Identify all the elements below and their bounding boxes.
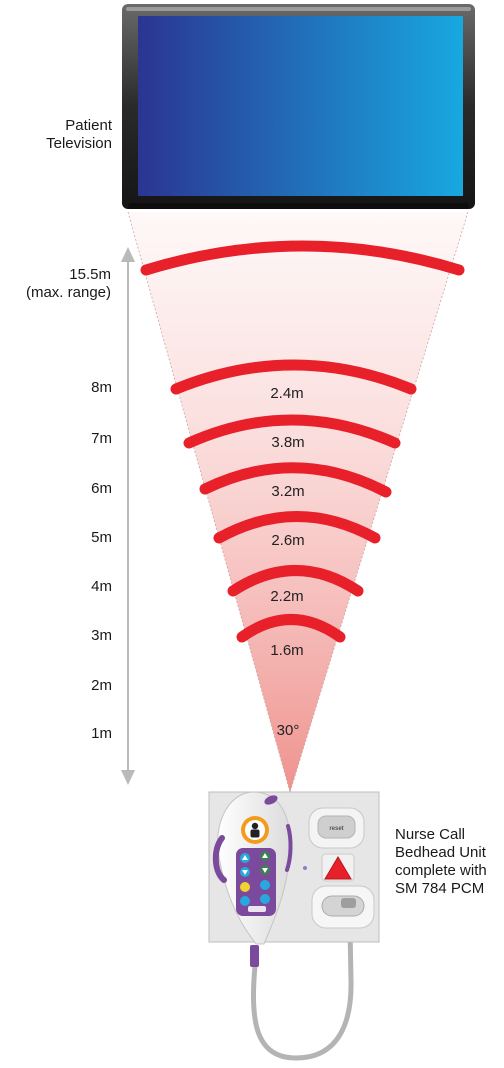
handset-side-grip bbox=[212, 835, 227, 883]
reset-button[interactable] bbox=[317, 815, 356, 839]
handset-side-grip-right bbox=[285, 824, 293, 872]
tv-stand-edge bbox=[128, 203, 469, 209]
handset-logo bbox=[248, 906, 266, 912]
arc-width-4m: 2.2m bbox=[270, 588, 303, 605]
down-arrow-icon bbox=[242, 870, 248, 875]
tv-bezel-highlight bbox=[126, 7, 471, 11]
unit-label-line3: complete with bbox=[395, 862, 487, 879]
power-button[interactable] bbox=[240, 896, 250, 906]
distance-tick-4m: 4m bbox=[91, 578, 112, 595]
arc-width-labels: 2.4m 3.8m 3.2m 2.6m 2.2m 1.6m 30° bbox=[270, 385, 304, 739]
distance-arrow-head-top bbox=[121, 247, 135, 262]
television bbox=[122, 4, 475, 209]
distance-tick-6m: 6m bbox=[91, 480, 112, 497]
distance-tick-2m: 2m bbox=[91, 677, 112, 694]
distance-tick-7m: 7m bbox=[91, 430, 112, 447]
channel-up-icon bbox=[262, 853, 268, 858]
unit-label: Nurse Call Bedhead Unit complete with SM… bbox=[395, 826, 503, 898]
distance-arrow bbox=[121, 247, 135, 785]
arc-7m bbox=[183, 414, 401, 449]
reset-button-label: reset bbox=[329, 826, 343, 832]
cone-edge-right bbox=[289, 211, 469, 793]
distance-arrow-head-bottom bbox=[121, 770, 135, 785]
unit-label-line2: Bedhead Unit bbox=[395, 844, 486, 861]
warning-triangle-icon bbox=[324, 856, 352, 880]
ir-range-cone bbox=[127, 211, 469, 793]
tv-label-line1: Patient bbox=[65, 117, 112, 134]
tv-button[interactable] bbox=[260, 894, 270, 904]
status-led bbox=[303, 866, 307, 870]
handset-clip bbox=[264, 795, 278, 805]
arc-width-3m: 1.6m bbox=[270, 642, 303, 659]
arc-5m bbox=[213, 511, 381, 544]
arc-width-5m: 2.6m bbox=[271, 532, 304, 549]
light-button[interactable] bbox=[240, 882, 250, 892]
unit-label-line4: SM 784 PCM bbox=[395, 880, 485, 897]
arc-8m bbox=[170, 359, 417, 395]
tv-label: Patient Television bbox=[30, 117, 112, 153]
arc-width-8m: 2.4m bbox=[270, 385, 303, 402]
arc-max-range bbox=[140, 240, 465, 276]
arc-width-6m: 3.2m bbox=[271, 483, 304, 500]
arc-4m bbox=[227, 565, 364, 597]
tv-label-line2: Television bbox=[46, 135, 112, 152]
tv-screen bbox=[138, 16, 463, 196]
cone-fill bbox=[128, 212, 468, 792]
distance-tick-3m: 3m bbox=[91, 627, 112, 644]
arc-3m bbox=[236, 614, 346, 643]
cone-edge-left bbox=[127, 211, 291, 793]
range-arcs bbox=[140, 240, 465, 643]
handset-pcm bbox=[212, 791, 293, 945]
distance-tick-5m: 5m bbox=[91, 529, 112, 546]
up-arrow-icon bbox=[242, 855, 248, 860]
distance-tick-1m: 1m bbox=[91, 725, 112, 742]
arc-width-7m: 3.8m bbox=[271, 434, 304, 451]
max-range-label: 15.5m (max. range) bbox=[0, 266, 111, 302]
max-range-value: 15.5m bbox=[69, 266, 111, 283]
handset-cable bbox=[250, 875, 354, 1061]
angle-label: 30° bbox=[277, 722, 300, 739]
distance-tick-8m: 8m bbox=[91, 379, 112, 396]
reading-light-button[interactable] bbox=[260, 880, 270, 890]
nurse-icon bbox=[250, 822, 260, 838]
handset-cable-boot bbox=[250, 945, 259, 967]
channel-down-icon bbox=[262, 868, 268, 873]
handset-plug bbox=[341, 898, 356, 908]
arc-6m bbox=[199, 462, 392, 498]
keypad-buttons bbox=[240, 851, 270, 906]
max-range-note: (max. range) bbox=[25, 284, 111, 301]
unit-label-line1: Nurse Call bbox=[395, 826, 466, 843]
